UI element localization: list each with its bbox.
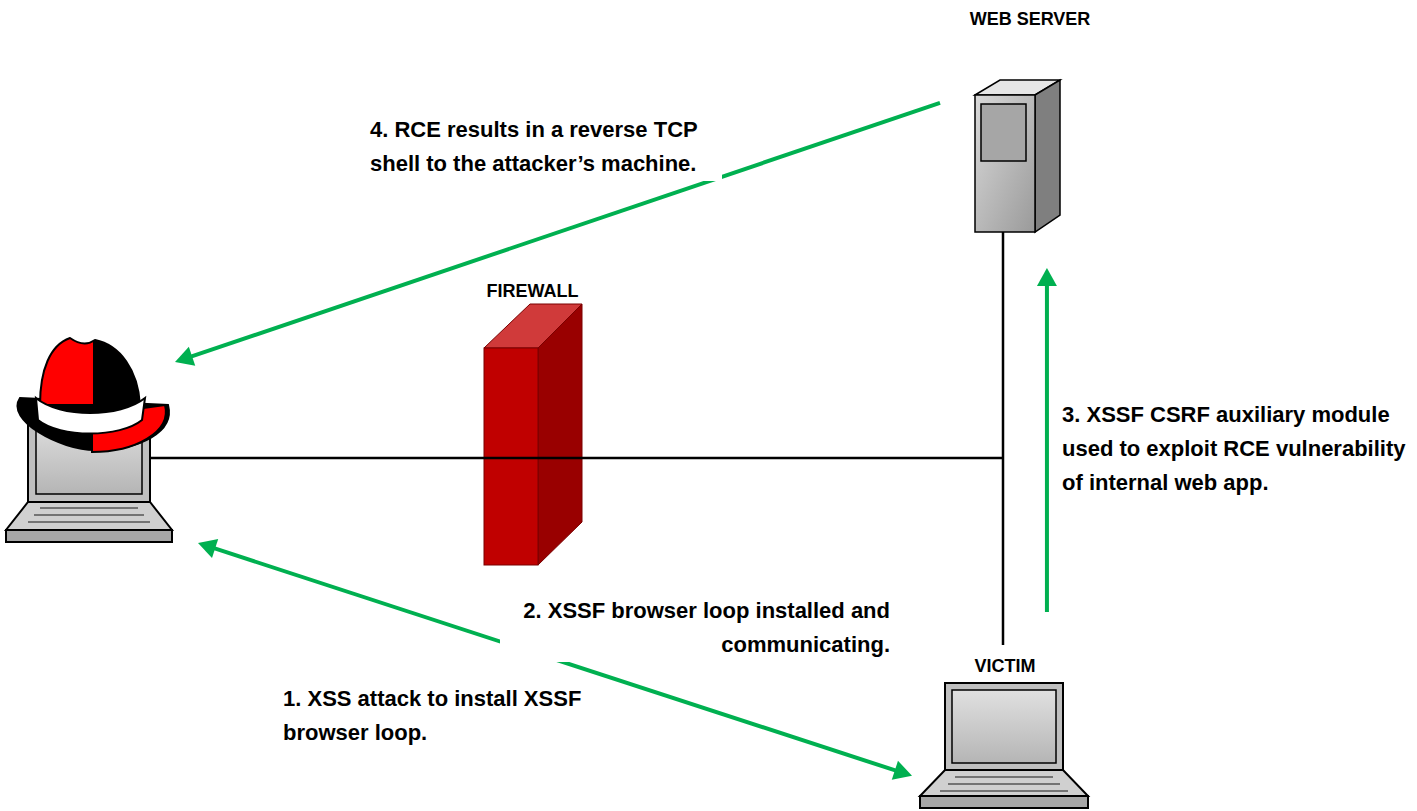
firewall-node: FIREWALL	[470, 280, 595, 570]
attacker-icon	[6, 338, 172, 542]
node-label: VICTIM	[915, 655, 1095, 677]
step-label: 1. XSS attack to install XSSF browser lo…	[281, 682, 615, 750]
node-label: FIREWALL	[470, 280, 595, 302]
attack-arrow	[190, 103, 940, 357]
step-label: 2. XSSF browser loop installed and commu…	[500, 594, 892, 662]
step-label: 3. XSSF CSRF auxiliary module used to ex…	[1060, 398, 1409, 500]
server-node: WEB SERVER	[960, 8, 1100, 235]
laptop-icon	[920, 683, 1088, 808]
step-label: 4. RCE results in a reverse TCP shell to…	[368, 113, 722, 181]
attack-arrow	[213, 548, 897, 771]
network-wire	[150, 232, 1003, 645]
victim-node: VICTIM	[915, 655, 1095, 808]
server-icon	[975, 80, 1060, 232]
firewall-icon	[484, 304, 582, 565]
node-label: WEB SERVER	[960, 8, 1100, 30]
arrow-head	[1037, 268, 1057, 286]
attacker-node	[5, 335, 175, 545]
attack-arrow	[1045, 284, 1049, 612]
